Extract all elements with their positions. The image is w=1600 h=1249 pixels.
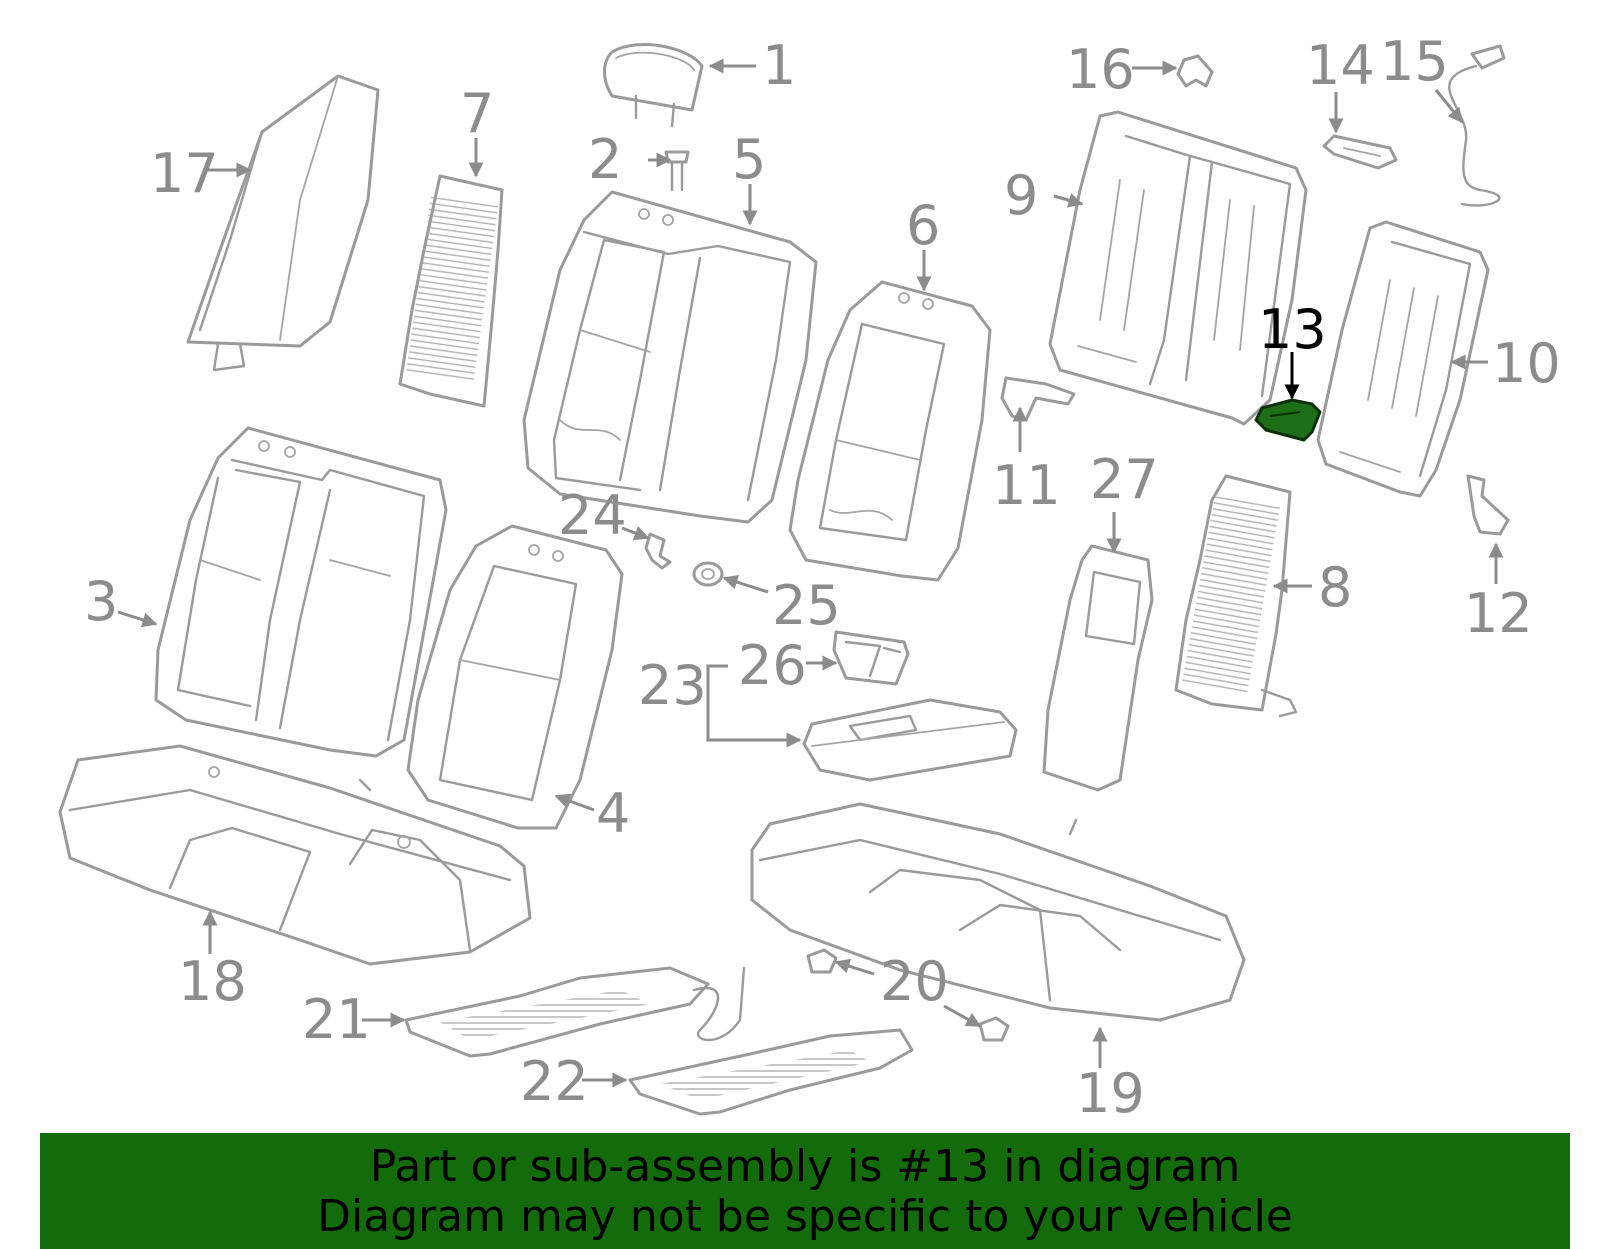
label-12: 12	[1464, 582, 1533, 645]
label-21: 21	[302, 988, 371, 1051]
part-7-heater-pad[interactable]	[398, 174, 504, 408]
label-4: 4	[596, 782, 630, 845]
label-20: 20	[880, 950, 949, 1013]
part-11-bracket[interactable]	[1000, 376, 1076, 422]
part-10-seatback-frame-right[interactable]	[1316, 220, 1490, 498]
part-20-clips[interactable]	[806, 948, 1010, 1042]
label-25: 25	[772, 574, 841, 637]
part-26-cup-holder[interactable]	[832, 630, 910, 686]
part-5-seatback-cover[interactable]	[522, 190, 818, 524]
part-2-bolt[interactable]	[664, 150, 690, 192]
label-6: 6	[906, 194, 940, 257]
label-9: 9	[1004, 164, 1038, 227]
label-17: 17	[150, 142, 219, 205]
label-27: 27	[1090, 448, 1159, 511]
label-11: 11	[992, 454, 1061, 517]
label-13: 13	[1258, 298, 1327, 361]
part-9-seatback-frame[interactable]	[1048, 110, 1308, 426]
banner-line-1: Part or sub-assembly is #13 in diagram	[369, 1141, 1241, 1192]
part-18-seat-cushion-left[interactable]	[58, 744, 532, 966]
label-1: 1	[762, 34, 796, 97]
part-27-armrest-panel[interactable]	[1042, 544, 1154, 792]
part-8-heater-pad[interactable]	[1174, 474, 1298, 718]
banner-line-2: Diagram may not be specific to your vehi…	[317, 1191, 1293, 1242]
callout-labels: 1 2 3 4 5 6 7 8 9 10 11 12 13 14 15 16 1…	[84, 30, 1561, 1125]
part-3-seatback-assembly[interactable]	[154, 426, 448, 758]
part-13-hinge-cover[interactable]	[1254, 398, 1322, 442]
label-18: 18	[178, 950, 247, 1013]
part-24-clip[interactable]	[644, 532, 672, 570]
label-10: 10	[1492, 332, 1561, 395]
part-4-seatback-side[interactable]	[406, 524, 624, 830]
leader-lines	[117, 58, 1504, 1088]
label-19: 19	[1076, 1062, 1145, 1125]
label-16: 16	[1066, 38, 1135, 101]
part-19-seat-cushion-right[interactable]	[750, 802, 1246, 1022]
label-26: 26	[738, 634, 807, 697]
label-23: 23	[638, 654, 707, 717]
label-14: 14	[1306, 34, 1375, 97]
label-8: 8	[1318, 556, 1352, 619]
part-25-grommet[interactable]	[692, 561, 724, 587]
label-5: 5	[732, 128, 766, 191]
part-22-heater-mat-2[interactable]	[628, 1028, 914, 1116]
label-7: 7	[460, 82, 494, 145]
label-22: 22	[520, 1050, 589, 1113]
label-24: 24	[558, 484, 627, 547]
info-banner: Part or sub-assembly is #13 in diagram D…	[40, 1133, 1570, 1249]
part-12-bracket[interactable]	[1466, 474, 1510, 536]
part-17-side-bolster[interactable]	[186, 74, 380, 372]
label-15: 15	[1380, 30, 1449, 93]
label-3: 3	[84, 570, 118, 633]
part-15-cable[interactable]	[1448, 44, 1506, 207]
part-21-heater-mat[interactable]	[404, 966, 746, 1058]
part-6-seatback-cover-side[interactable]	[788, 280, 992, 582]
label-2: 2	[588, 128, 622, 191]
part-23-armrest[interactable]	[802, 698, 1018, 782]
part-1-headrest[interactable]	[603, 43, 704, 128]
part-16-small-clip[interactable]	[1176, 54, 1214, 88]
part-14-latch-bracket[interactable]	[1322, 134, 1398, 170]
